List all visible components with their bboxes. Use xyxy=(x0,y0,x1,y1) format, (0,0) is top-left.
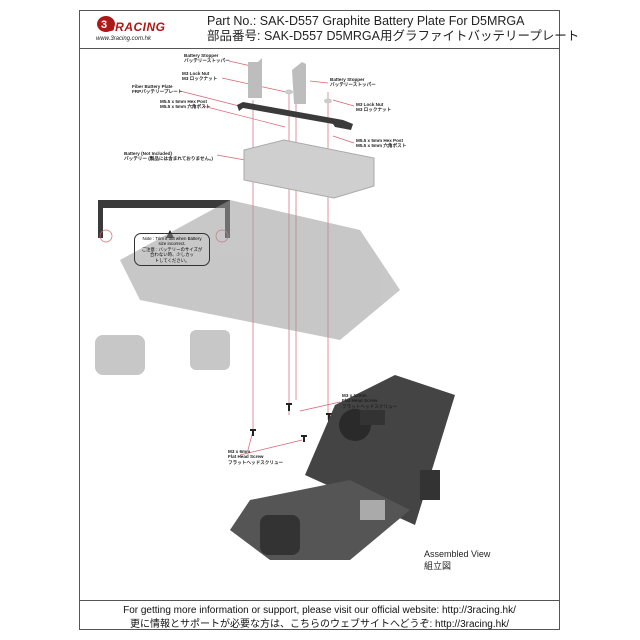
battery xyxy=(243,139,375,199)
title-en: Part No.: SAK-D557 Graphite Battery Plat… xyxy=(207,14,525,28)
footer-info: For getting more information or support,… xyxy=(79,604,560,632)
footer-divider xyxy=(79,600,560,601)
battery-stopper-right xyxy=(292,62,306,104)
svg-text:3: 3 xyxy=(101,19,107,31)
fiber-battery-plate xyxy=(237,102,353,130)
screws xyxy=(250,403,332,442)
header-divider xyxy=(79,48,560,49)
assembled-car xyxy=(230,375,455,560)
chassis-ghost xyxy=(95,200,400,375)
3racing-logo: 3 xyxy=(97,16,115,32)
page-frame xyxy=(79,10,560,630)
label-battery: Battery (Not Included)バッテリー (製品には含まれておりま… xyxy=(124,151,213,162)
title-jp: 部品番号: SAK-D557 D5MRGA用グラファイトバッテリープレート xyxy=(207,29,580,43)
logo-text: 3RACING xyxy=(108,20,166,34)
lock-nut-right xyxy=(324,98,332,104)
plate-cutout-diagram xyxy=(98,200,230,238)
page-title: Part No.: SAK-D557 Graphite Battery Plat… xyxy=(207,14,579,44)
lock-nut-left xyxy=(285,89,293,95)
logo-url: www.3racing.com.hk xyxy=(96,36,152,42)
footer-en: For getting more information or support,… xyxy=(123,605,516,616)
battery-stopper-left xyxy=(248,58,262,98)
footer-jp: 更に情報とサポートが必要な方は、こちらのウェブサイトへどうぞ: http://3… xyxy=(130,619,509,630)
